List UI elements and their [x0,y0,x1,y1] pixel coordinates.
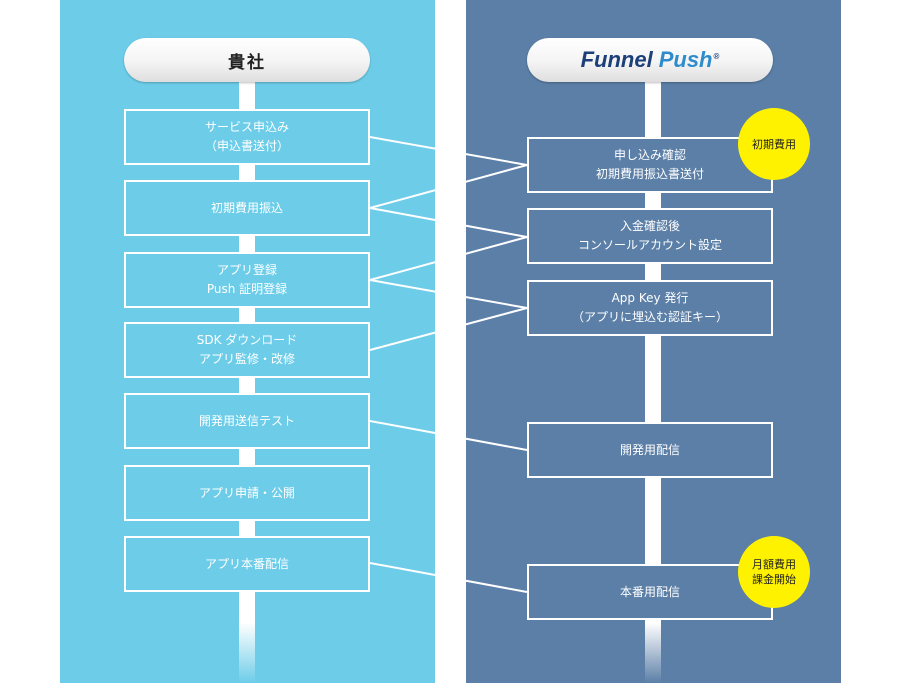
step-label: 申し込み確認 [613,148,686,162]
badge-sublabel: 課金開始 [752,573,796,586]
step-label: 初期費用振込 [210,200,283,215]
step-sublabel: Push 証明登録 [206,282,288,296]
step-service-application: サービス申込み （申込書送付） [124,109,370,165]
step-label: 本番用配信 [619,584,680,599]
initial-fee-badge: 初期費用 [738,108,810,180]
step-console-account-setup: 入金確認後コンソールアカウント設定 [527,208,773,264]
step-app-key-issue: App Key 発行 （アプリに埋込む認証キー） [527,280,773,336]
step-sublabel: （アプリに埋込む認証キー） [571,310,728,324]
step-app-submission: アプリ申請・公開 [124,465,370,521]
step-label: アプリ申請・公開 [198,485,295,500]
step-label: SDK ダウンロード [196,333,298,347]
step-sublabel: アプリ監修・改修 [198,352,295,366]
step-sublabel: （申込書送付） [204,139,289,153]
step-initial-fee-transfer: 初期費用振込 [124,180,370,236]
logo-registered-mark: ® [713,51,720,61]
step-label: App Key 発行 [611,291,689,305]
client-header-label: 貴社 [228,52,266,73]
step-label: アプリ登録 [216,263,277,277]
step-app-registration: アプリ登録 Push 証明登録 [124,252,370,308]
client-header: 貴社 [124,38,370,82]
monthly-fee-badge: 月額費用課金開始 [738,536,810,608]
step-application-confirmation: 申し込み確認初期費用振込書送付 [527,137,773,193]
step-label: 開発用送信テスト [198,413,295,428]
step-production-delivery: 本番用配信 [527,564,773,620]
step-label: サービス申込み [204,120,289,134]
client-timeline-spine [239,80,255,683]
step-sdk-download: SDK ダウンロードアプリ監修・改修 [124,322,370,378]
step-sublabel: 初期費用振込書送付 [595,167,704,181]
step-sublabel: コンソールアカウント設定 [577,238,722,252]
badge-label: 月額費用 [752,558,796,571]
step-label: 入金確認後 [619,219,680,233]
step-dev-send-test: 開発用送信テスト [124,393,370,449]
step-app-production-delivery: アプリ本番配信 [124,536,370,592]
logo-funnel-text: Funnel [580,47,653,72]
logo-push-text: Push [658,47,713,72]
step-label: アプリ本番配信 [204,556,289,571]
badge-label: 初期費用 [752,137,796,151]
step-label: 開発用配信 [619,442,680,457]
step-dev-delivery: 開発用配信 [527,422,773,478]
